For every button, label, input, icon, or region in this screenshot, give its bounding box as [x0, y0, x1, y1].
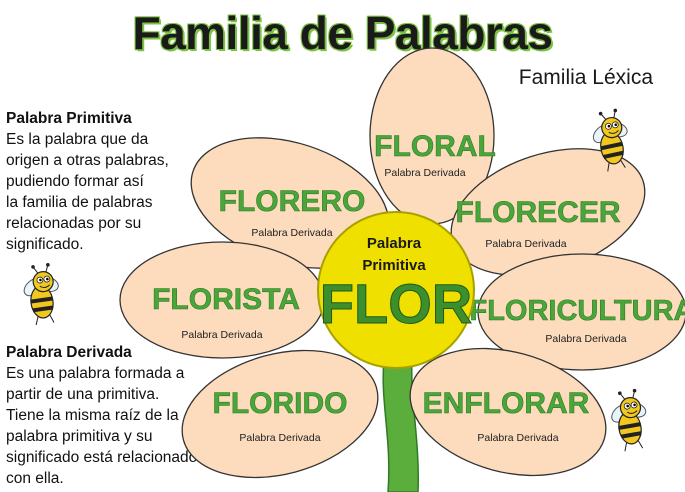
petal-enflorar: ENFLORAR Palabra Derivada [409, 347, 607, 477]
primitiva-line: pudiendo formar así [6, 173, 144, 190]
primitiva-line: relacionadas por su [6, 215, 142, 232]
flower-center: Palabra Primitiva FLOR [317, 211, 475, 369]
primitiva-heading: Palabra Primitiva [6, 110, 132, 127]
primitiva-line: Es la palabra que da [6, 131, 149, 148]
petal-caption: Palabra Derivada [545, 333, 626, 345]
primitiva-line: la familia de palabras [6, 194, 153, 211]
derivada-definition: Palabra Derivada Es una palabra formada … [6, 342, 226, 489]
petal-word: FLORISTA [152, 283, 300, 316]
bee-icon [604, 386, 656, 454]
center-label-line2: Primitiva [362, 257, 426, 274]
petal-caption: Palabra Derivada [181, 329, 262, 341]
petal-caption: Palabra Derivada [485, 238, 566, 250]
bee-icon [17, 261, 67, 328]
petal-caption: Palabra Derivada [239, 432, 320, 444]
petal-word: FLORERO [219, 185, 366, 218]
center-word: FLOR [320, 272, 472, 335]
primitiva-definition: Palabra Primitiva Es la palabra que da o… [6, 108, 226, 255]
primitiva-line: origen a otras palabras, [6, 152, 169, 169]
derivada-heading: Palabra Derivada [6, 344, 132, 361]
flower-stem [382, 359, 420, 492]
petal-floricultura: FLORICULTURA Palabra Derivada [469, 253, 685, 371]
petal-florecer: FLORECER Palabra Derivada [450, 148, 646, 276]
derivada-line: partir de una primitiva. [6, 386, 160, 403]
petal-caption: Palabra Derivada [477, 432, 558, 444]
petal-florista: FLORISTA Palabra Derivada [119, 241, 325, 359]
petal-word: FLORECER [456, 196, 621, 229]
derivada-line: significado está relacionado [6, 449, 198, 466]
primitiva-line: significado. [6, 236, 84, 253]
page-subtitle: Familia Léxica [518, 66, 653, 89]
petal-word: FLORAL [374, 130, 496, 163]
petal-florido: FLORIDO Palabra Derivada [181, 349, 379, 479]
petal-floral: FLORAL Palabra Derivada [369, 47, 496, 225]
derivada-line: Tiene la misma raíz de la [6, 407, 179, 424]
derivada-line: Es una palabra formada a [6, 365, 185, 382]
petal-word: FLORICULTURA [470, 295, 685, 327]
page-title: Familia de Palabras [132, 7, 553, 59]
petal-caption: Palabra Derivada [384, 167, 465, 179]
petal-caption: Palabra Derivada [251, 227, 332, 239]
derivada-line: palabra primitiva y su [6, 428, 153, 445]
derivada-line: con ella. [6, 470, 64, 487]
center-label-line1: Palabra [367, 235, 422, 252]
petal-word: ENFLORAR [423, 387, 590, 420]
petal-word: FLORIDO [213, 387, 348, 420]
